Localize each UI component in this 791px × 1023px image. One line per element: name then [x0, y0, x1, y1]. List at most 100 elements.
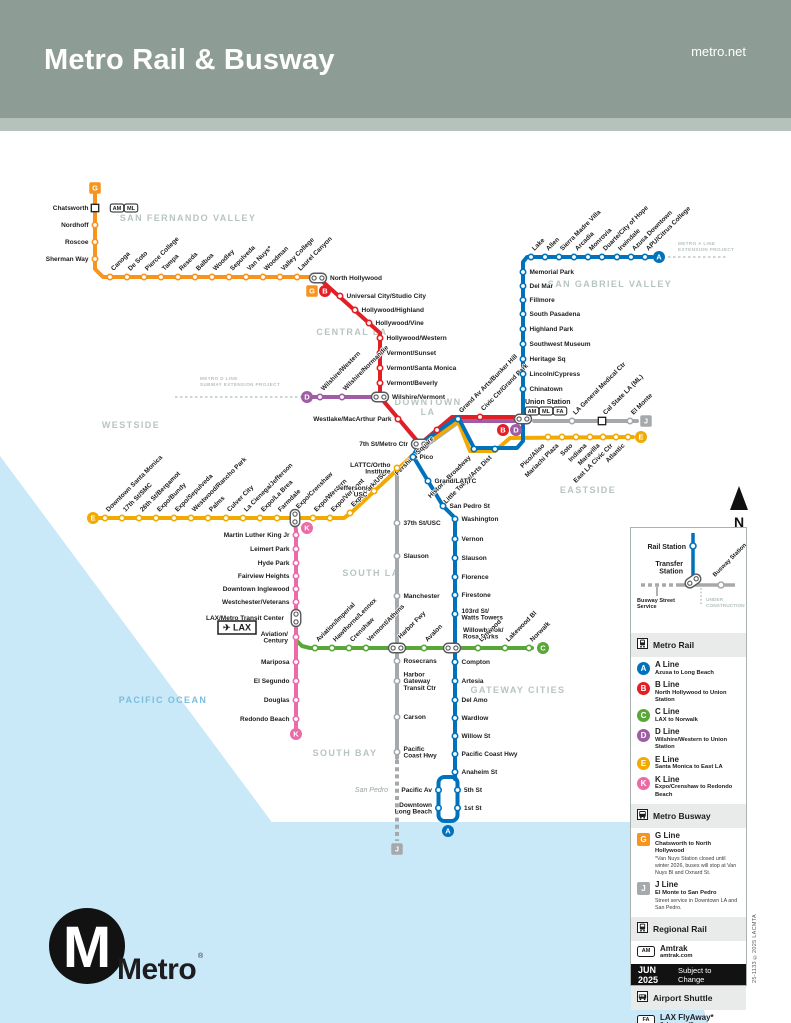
station-label: Pacific Coast Hwy	[462, 751, 518, 758]
station-marker	[292, 715, 300, 723]
station-marker	[641, 253, 649, 261]
station-marker	[453, 786, 461, 794]
station-label: Manchester	[404, 593, 441, 600]
station-marker	[187, 514, 195, 522]
station-label: Heritage Sq	[530, 356, 566, 363]
station-marker	[572, 433, 580, 441]
station-label: Carson	[404, 714, 426, 721]
station-label: Allen	[545, 236, 561, 252]
station-marker	[204, 514, 212, 522]
station-marker	[451, 554, 459, 562]
station-marker	[525, 644, 533, 652]
legend-item-sub: Azusa to Long Beach	[655, 669, 714, 676]
station-marker	[135, 514, 143, 522]
station-label: Hollywood/Western	[387, 335, 447, 342]
line-badge-k	[290, 728, 302, 740]
line-badge-b	[497, 424, 509, 436]
line-badge-letter: J	[644, 417, 648, 426]
station-marker	[558, 433, 566, 441]
legend-item-name: Amtrak	[660, 943, 688, 953]
station-marker	[362, 644, 370, 652]
station-marker	[376, 349, 384, 357]
station-label: Hollywood/Vine	[376, 320, 425, 327]
station-marker	[292, 633, 300, 641]
station-label: 103rd St/Watts Towers	[462, 608, 504, 622]
line-badge-letter: B	[500, 426, 506, 435]
line-badge-e	[635, 431, 647, 443]
station-marker	[338, 393, 346, 401]
line-badge-letter: K	[304, 524, 310, 533]
station-marker	[612, 433, 620, 441]
station-marker	[292, 658, 300, 666]
legend-tag-am: AM	[637, 945, 655, 957]
station-marker	[316, 393, 324, 401]
station-label: Douglas	[264, 697, 290, 704]
region-label: SOUTH LA	[342, 568, 399, 578]
station-label: LAX/Metro Transit Center	[206, 615, 284, 622]
station-marker	[292, 531, 300, 539]
legend-item-name: C Line	[655, 707, 680, 717]
station-label: Nordhoff	[61, 222, 89, 229]
line-badge-b	[319, 285, 331, 297]
legend-badge-k: K	[637, 776, 650, 790]
station-marker	[491, 445, 499, 453]
station-marker	[519, 282, 527, 290]
line-g	[93, 188, 313, 279]
station-marker	[476, 413, 484, 421]
tag-fa	[552, 406, 568, 416]
train-icon	[637, 636, 648, 654]
station-marker	[191, 273, 199, 281]
station-marker	[451, 610, 459, 618]
legend-tag-fa: FA	[637, 1014, 655, 1023]
station-marker	[309, 514, 317, 522]
line-badge-letter: J	[395, 845, 399, 854]
station-marker	[451, 750, 459, 758]
station-marker	[292, 545, 300, 553]
station-label: Expo/Crenshaw	[295, 470, 335, 510]
station-marker	[376, 334, 384, 342]
bus-icon	[637, 807, 648, 825]
line-badge-c	[537, 642, 549, 654]
station-label: Martin Luther King Jr	[224, 532, 290, 539]
subject-to-change: Subject to Change	[678, 965, 712, 984]
legend-badge-g: G	[637, 832, 650, 846]
header-band: Metro Rail & Busway metro.net	[0, 0, 791, 118]
station-marker	[519, 340, 527, 348]
legend-header-metro-rail: Metro Rail	[631, 633, 746, 657]
station-marker	[239, 514, 247, 522]
legend-header-label: Regional Rail	[653, 923, 707, 934]
line-badge-letter: C	[540, 644, 546, 653]
metro-wordmark: Metro	[117, 953, 196, 986]
station-marker	[451, 677, 459, 685]
line-badge-letter: E	[638, 433, 643, 442]
station-marker	[152, 514, 160, 522]
key-transfer-rect	[684, 573, 702, 589]
metro-logo-icon	[49, 908, 125, 984]
station-label: Roscoe	[65, 239, 89, 246]
legend-item-name: LAX FlyAway*	[660, 1012, 714, 1022]
lax-box	[217, 620, 257, 635]
station-marker	[393, 552, 401, 560]
station-marker	[451, 768, 459, 776]
shuttle-icon	[637, 989, 648, 1007]
station-marker	[613, 253, 621, 261]
station-label: LA General Medical Ctr	[572, 361, 628, 417]
station-label: Artesia	[462, 678, 484, 685]
line-badge-letter: A	[445, 827, 451, 836]
station-marker	[370, 487, 378, 495]
station-marker	[555, 253, 563, 261]
tag-letter: ML	[542, 409, 551, 415]
region-label: SOUTH BAY	[313, 748, 378, 758]
station-marker	[598, 253, 606, 261]
station-label: Hyde Park	[258, 560, 290, 567]
transfer-circle	[390, 645, 396, 651]
station-marker	[101, 514, 109, 522]
